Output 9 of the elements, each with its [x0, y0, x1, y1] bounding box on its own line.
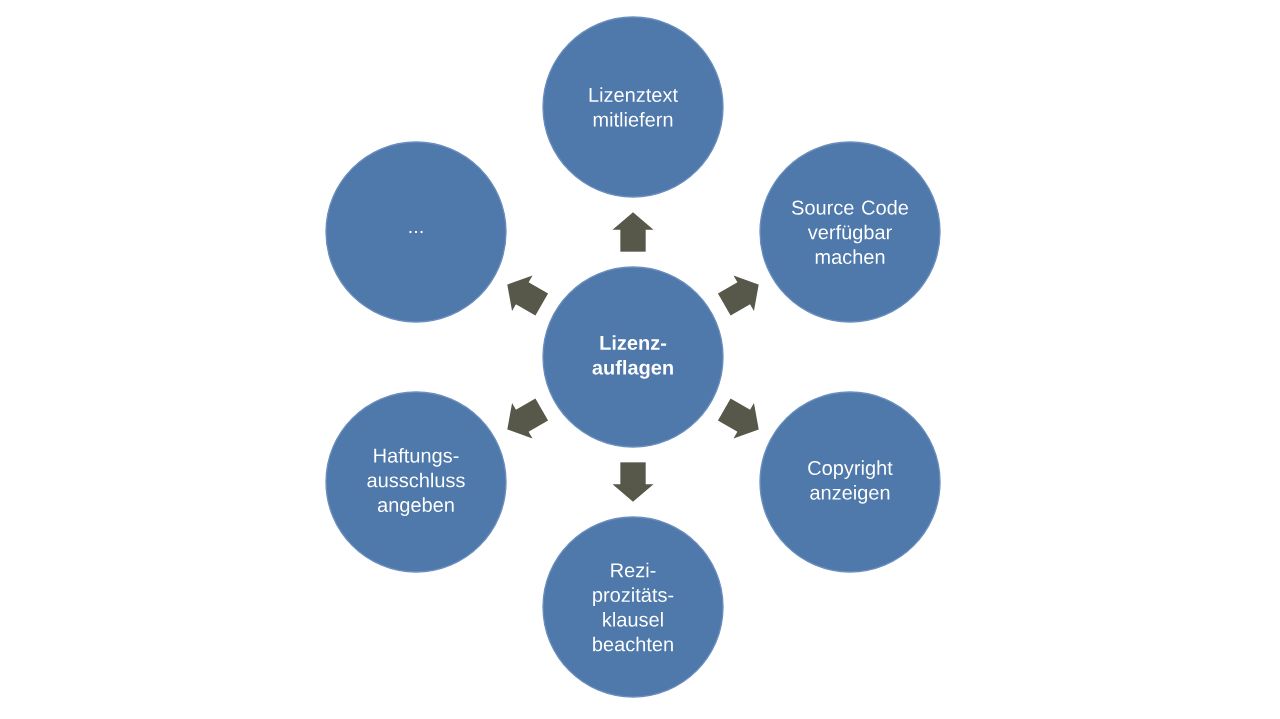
block-arrow — [717, 275, 759, 316]
block-arrow — [507, 398, 549, 439]
circle-node: Copyright anzeigen — [759, 391, 941, 573]
circle-node: Lizenztext mitliefern — [542, 16, 724, 198]
circle-node: Haftungs- ausschluss angeben — [325, 391, 507, 573]
circle-node: ... — [325, 141, 507, 323]
circle-node: Lizenz- auflagen — [542, 266, 724, 448]
circle-node: Rezi- prozitäts- klausel beachten — [542, 516, 724, 698]
circle-node: Source Code verfügbar machen — [759, 141, 941, 323]
